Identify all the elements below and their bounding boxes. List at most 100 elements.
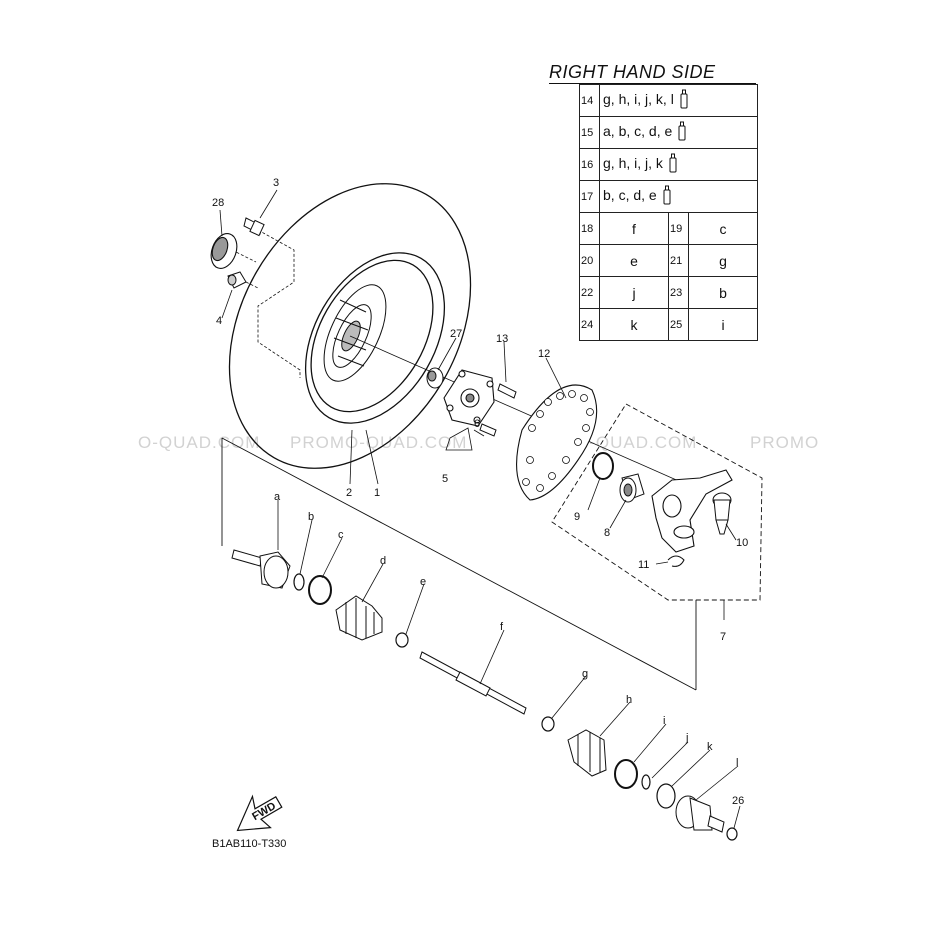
title-underline [549,83,756,84]
boot-band-i [614,759,638,789]
wheel-nut [227,271,247,289]
callout-2: 2 [346,487,352,499]
wheel-rim [323,284,387,382]
part-letters: b, c, d, e [599,180,758,213]
part-letters-text: a, b, c, d, e [603,123,673,140]
ring-b [293,573,305,591]
callout-1: 1 [374,487,380,499]
tire [228,183,472,469]
part-letters: a, b, c, d, e [599,116,758,149]
watermark-center: PROMO-QUAD.COM [290,433,467,452]
part-letter: g [688,244,758,277]
part-number: 23 [668,276,689,309]
callout-i: i [663,715,665,727]
callout-k: k [707,741,713,753]
clip [667,555,685,567]
part-letters-text: g, h, i, j, k, l [603,91,674,108]
callout-7: 7 [720,631,726,643]
callout-j: j [685,732,688,744]
callout-10: 10 [736,537,748,549]
callout-12: 12 [538,348,550,360]
part-number: 16 [579,148,600,181]
callout-d: d [380,555,386,567]
axle-line [349,335,691,487]
part-number: 21 [668,244,689,277]
brake-disc [516,384,598,501]
part-number: 15 [579,116,600,149]
part-letter: k [599,308,669,341]
part-letters: g, h, i, j, k [599,148,758,181]
part-letters-text: b, c, d, e [603,187,657,204]
part-letters: g, h, i, j, k, l [599,84,758,117]
callout-e: e [420,576,426,588]
part-letter: j [599,276,669,309]
callout-6: 6 [474,418,480,430]
watermark-left: O-QUAD.COM [138,433,260,452]
callout-labels: 3 28 4 27 13 12 6 5 2 1 9 8 10 11 7 a b … [212,177,748,807]
callout-g: g [582,668,588,680]
watermark-right: PROMO [750,433,819,452]
ring-j [641,774,651,790]
callout-4: 4 [216,315,222,327]
callout-13: 13 [496,333,508,345]
boot-band-g [541,716,555,732]
part-letter: b [688,276,758,309]
valve-stem [243,217,265,237]
callout-26: 26 [732,795,744,807]
watermark: O-QUAD.COM PROMO-QUAD.COM PROMO-QUAD.COM… [138,433,819,452]
grease-tube-icon [663,185,671,208]
callout-c: c [338,529,344,541]
part-number: 14 [579,84,600,117]
part-letter: f [599,212,669,245]
ring-k [656,783,676,809]
callout-a: a [274,491,281,503]
grease-tube-icon [678,121,686,144]
steering-knuckle [651,469,733,553]
part-letter: c [688,212,758,245]
bearing [619,473,645,503]
knuckle-assembly-box [551,403,763,601]
callout-5: 5 [442,473,448,485]
callout-11: 11 [638,559,649,571]
part-number: 24 [579,308,600,341]
wheel-hub [443,369,495,427]
part-letter: e [599,244,669,277]
circlip-26 [726,827,738,841]
grease-tube-icon [669,153,677,176]
callout-b: b [308,511,314,523]
callout-l: l [736,757,738,769]
part-number: 17 [579,180,600,213]
callout-h: h [626,694,632,706]
boot-band-e [395,632,409,648]
stud-bolts [479,383,517,437]
part-number: 18 [579,212,600,245]
boot-band-c [308,575,332,605]
boot-h [567,729,607,777]
diagram-title: RIGHT HAND SIDE [549,62,716,82]
part-letter: i [688,308,758,341]
circlip [592,452,614,480]
diagram-code: B1AB110-T330 [212,838,287,850]
callout-28: 28 [212,197,224,209]
callout-27: 27 [450,328,462,340]
callout-9: 9 [574,511,580,523]
dashed-leaders [231,229,301,378]
part-number: 20 [579,244,600,277]
collar [426,367,444,389]
inner-cv-joint [675,795,725,833]
part-number: 25 [668,308,689,341]
ball-joint [712,492,732,535]
part-letters-text: g, h, i, j, k [603,155,663,172]
callout-f: f [500,621,504,633]
drive-shaft-bracket [221,437,697,691]
